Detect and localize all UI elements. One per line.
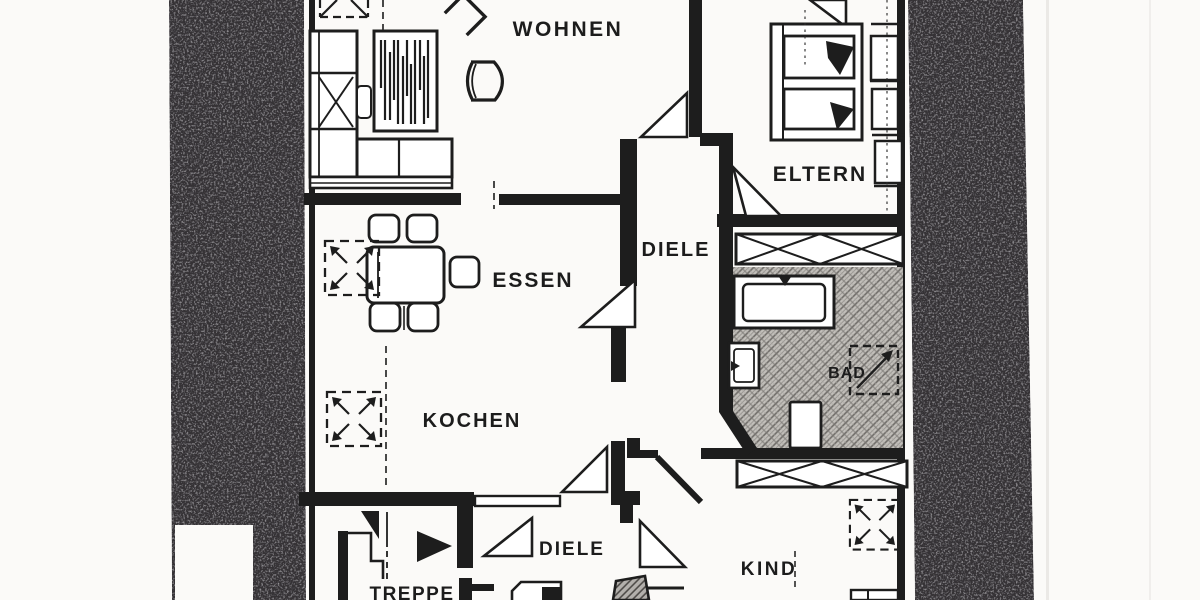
wall-bad-kind — [701, 448, 903, 459]
direction-arrow-icon — [417, 531, 452, 562]
window-icon — [873, 139, 904, 185]
room-label-eltern: ELTERN — [773, 163, 867, 186]
section-lines — [382, 0, 888, 587]
chair-icon — [368, 301, 402, 333]
room-labels: WOHNEN ELTERN DIELE ESSEN KOCHEN BAD DIE… — [369, 18, 867, 600]
wall-kochen-treppe — [299, 492, 474, 506]
entry-threshold — [473, 494, 562, 508]
wall-bad-diagonal — [719, 398, 760, 455]
door-swings — [480, 0, 848, 569]
shower-dashed-box — [848, 344, 900, 396]
room-label-treppe: TREPPE — [369, 584, 454, 600]
scan-streak — [1046, 0, 1049, 600]
wall-wohnen-diele — [499, 194, 622, 205]
stair-steps — [348, 531, 385, 579]
window-icon — [869, 34, 900, 82]
room-label-wohnen: WOHNEN — [513, 18, 624, 41]
right-wall-windows — [869, 22, 905, 188]
wall-diele-left — [620, 139, 637, 286]
hall-bottom-fixtures — [510, 574, 684, 600]
kitchen-unit — [308, 29, 454, 190]
stairs-treppe — [348, 511, 388, 584]
door-swing-icon-kind — [638, 517, 689, 569]
kind-bottom-furniture — [849, 588, 900, 600]
floor-plan: WOHNEN ELTERN DIELE ESSEN KOCHEN BAD DIE… — [299, 0, 909, 600]
room-label-essen: ESSEN — [492, 269, 573, 292]
door-swing-icon-eltern — [730, 162, 785, 218]
kitchen-lower-cabinet — [355, 137, 454, 179]
room-label-diele-lower: DIELE — [539, 539, 605, 560]
double-bed-icon — [769, 22, 864, 142]
wall-wohnen-essen — [304, 193, 461, 205]
door-swing-icon-essen — [577, 277, 637, 329]
wardrobe-icon-top-partial — [318, 0, 370, 19]
door-swing-icon-kochen — [558, 443, 609, 494]
pillow-icon — [830, 102, 854, 130]
chair-icon — [448, 255, 481, 289]
door-swing-icon-entry — [480, 515, 534, 558]
wardrobe-icon-kind — [735, 459, 909, 489]
wall-diele-lower-v — [620, 505, 633, 523]
wall-diele-lower — [611, 491, 640, 505]
wall-stub — [471, 584, 494, 591]
fixture-hatched-icon — [611, 574, 651, 600]
room-label-kochen: KOCHEN — [423, 410, 522, 432]
door-swing-icon-top — [807, 0, 848, 30]
room-label-diele-upper: DIELE — [642, 239, 711, 261]
pillow-icon — [826, 41, 854, 75]
door-pennant-icon — [361, 511, 379, 539]
chair-icon — [367, 213, 401, 244]
wall-stairs — [338, 531, 348, 600]
bathroom — [727, 267, 903, 450]
room-label-kind: KIND — [741, 559, 797, 580]
wall-entry-right — [457, 505, 473, 568]
wall-kochen-diele — [611, 441, 625, 492]
sideboard-shelf — [372, 29, 439, 133]
wall-outer-left — [309, 0, 315, 600]
left-band-notch — [175, 525, 253, 600]
wall-entry-right-lower — [459, 578, 472, 600]
armchair-icon — [465, 60, 504, 102]
scan-streak — [1149, 0, 1151, 600]
wall-kind-stub — [639, 450, 658, 458]
room-label-bad: BAD — [828, 365, 866, 382]
left-scan-band — [169, 0, 306, 600]
door-swing-icon-wohnen — [637, 89, 689, 139]
wall-essen-diele — [611, 328, 626, 382]
armchair-icon — [443, 0, 488, 37]
chair-icon — [405, 213, 439, 244]
right-scan-band — [908, 0, 1034, 600]
dining-table-icon — [365, 245, 446, 305]
chair-icon — [406, 301, 440, 333]
tap-icon — [779, 277, 791, 286]
wall-bad-left — [719, 146, 733, 405]
wardrobe-icon-eltern — [734, 232, 905, 266]
toilet-icon — [788, 400, 823, 450]
wall-wohnen-eltern — [689, 0, 702, 137]
window-icon — [870, 87, 900, 131]
wall-step — [700, 133, 733, 146]
dining-set — [365, 213, 481, 333]
wall-kind-top — [627, 438, 640, 458]
door-leaf-diagonal — [654, 454, 704, 505]
